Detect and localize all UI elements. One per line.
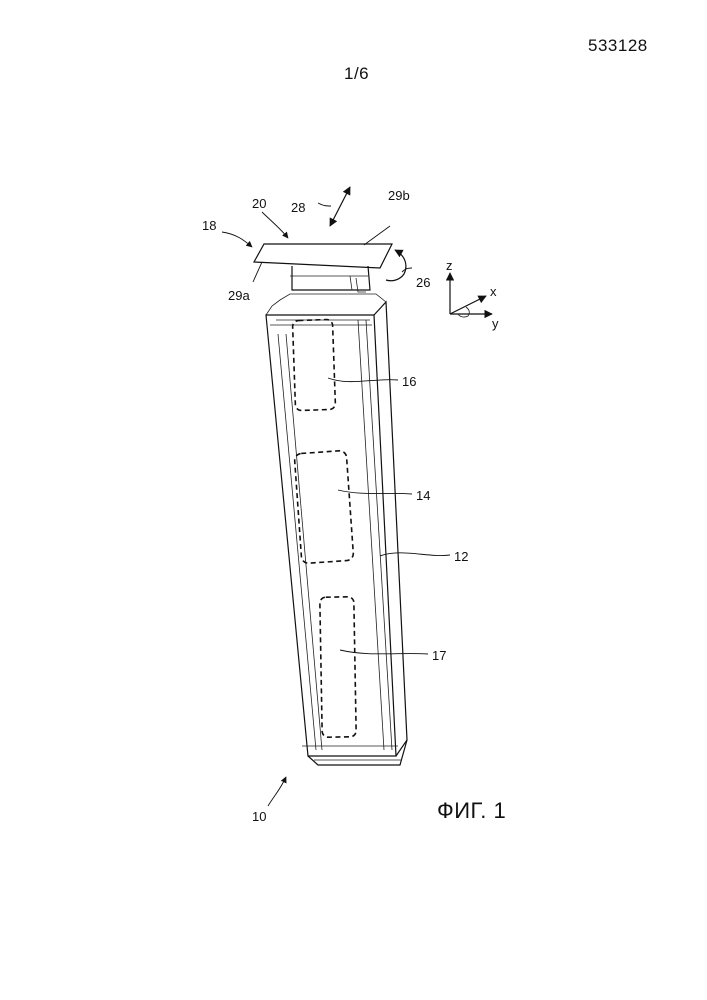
- label-18: 18: [202, 218, 216, 233]
- arrow-18: [222, 232, 252, 247]
- figure-caption: ФИГ. 1: [437, 798, 506, 824]
- arrow-10: [268, 777, 286, 806]
- arrow-20: [262, 212, 288, 238]
- zone-17-outline: [320, 597, 356, 738]
- neck: [290, 266, 370, 292]
- label-10: 10: [252, 809, 266, 824]
- arrow-26-rotation: [386, 250, 412, 281]
- axis-label-x: x: [490, 284, 497, 299]
- coordinate-axes: [450, 273, 492, 317]
- housing-body: [266, 294, 407, 765]
- label-12: 12: [454, 549, 468, 564]
- axis-label-y: y: [492, 316, 499, 331]
- label-16: 16: [402, 374, 416, 389]
- zone-16-outline: [292, 319, 335, 410]
- label-26: 26: [416, 275, 430, 290]
- label-20: 20: [252, 196, 266, 211]
- label-29a: 29a: [228, 288, 250, 303]
- label-14: 14: [416, 488, 430, 503]
- label-28: 28: [291, 200, 305, 215]
- arrow-28-translation: [318, 187, 350, 226]
- head-plate: [254, 244, 392, 268]
- zone-14-outline: [294, 450, 354, 563]
- label-29b: 29b: [388, 188, 410, 203]
- axis-label-z: z: [446, 258, 453, 273]
- label-17: 17: [432, 648, 446, 663]
